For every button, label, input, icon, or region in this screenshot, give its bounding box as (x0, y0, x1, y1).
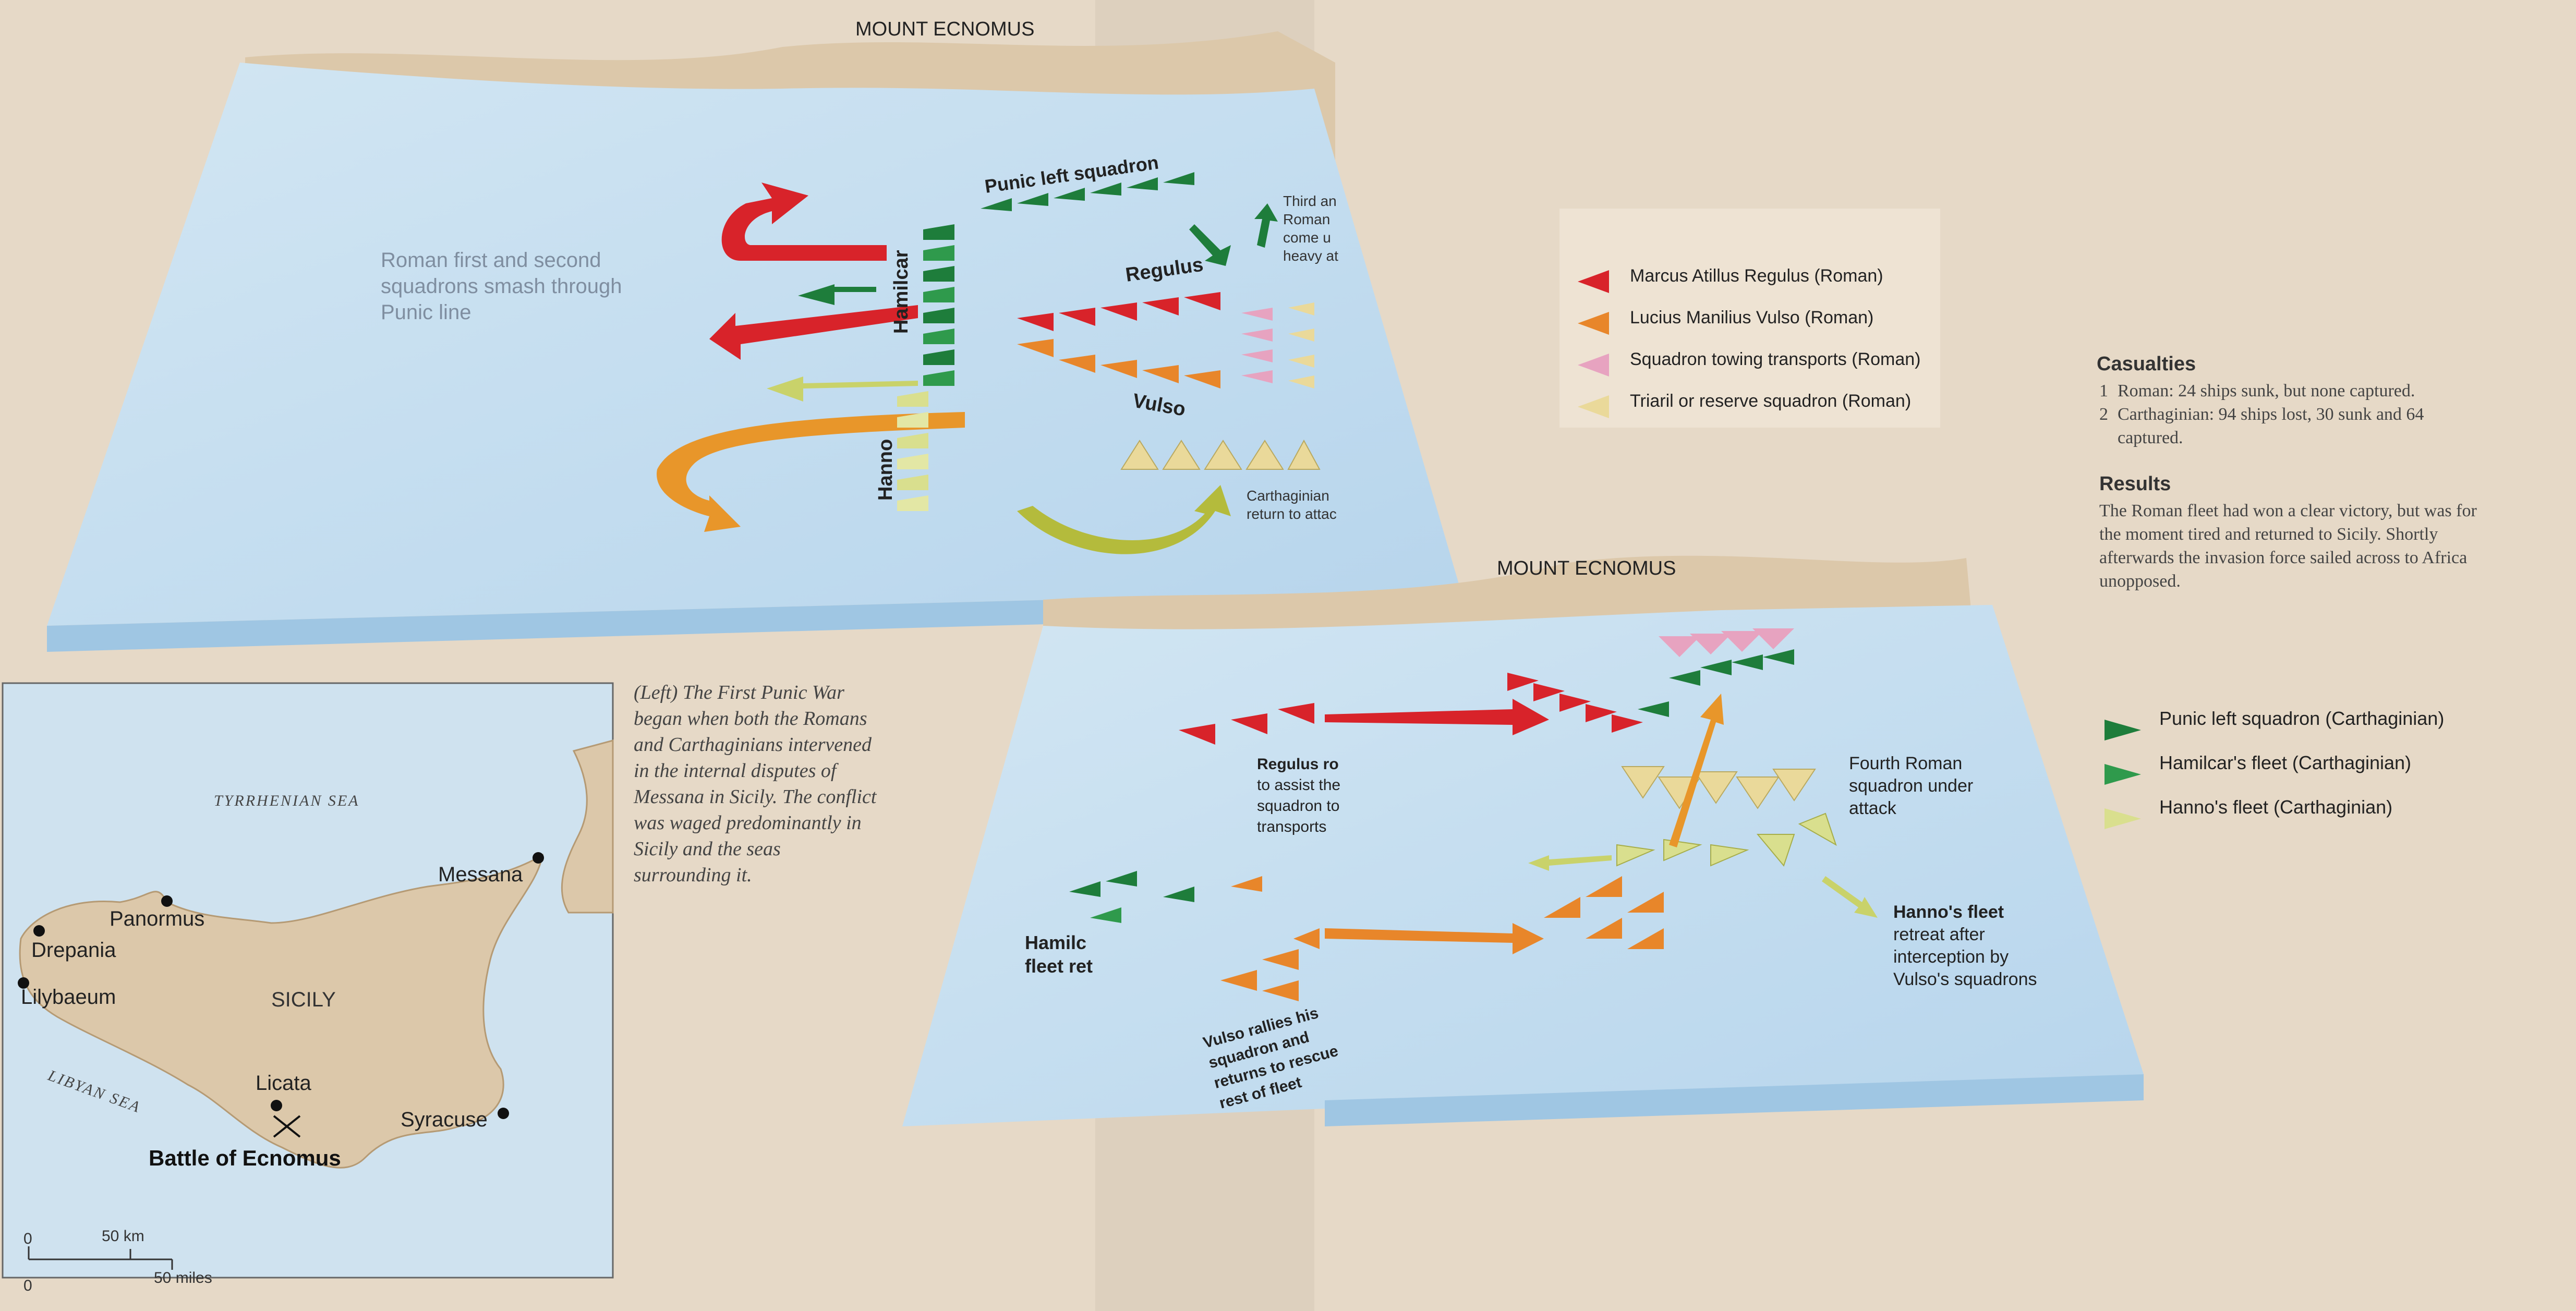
island-label: SICILY (271, 988, 336, 1011)
hanno-column (897, 391, 928, 511)
red-straight-arrow (709, 305, 918, 360)
legend-roman-item: Triaril or reserve squadron (Roman) (1578, 391, 1911, 418)
yellow-left-arrow (1528, 855, 1612, 871)
place-label-panormus: Panormus (110, 907, 204, 930)
place-label-licata: Licata (256, 1072, 311, 1095)
place-label-syracuse: Syracuse (401, 1108, 488, 1131)
legend-carthaginian-label: Punic left squadron (Carthaginian) (2159, 708, 2444, 729)
battle-marker-icon (273, 1115, 301, 1138)
sicily-inset-map: TYRRHENIAN SEA LIBYAN SEA SICILY Messana… (2, 682, 614, 1294)
place-dot (18, 977, 29, 989)
place-dot (161, 895, 173, 907)
scale-km-label: 50 km (102, 1228, 144, 1245)
legend-roman-swatch (1578, 354, 1609, 377)
place-dot (33, 925, 45, 937)
legend-carthaginian-swatch (2105, 764, 2141, 785)
annotation-hamilcar: Hamilc fleet ret (1025, 932, 1093, 977)
scale-zero-top: 0 (23, 1230, 32, 1247)
legend-roman-swatch (1578, 270, 1609, 293)
bottom-vulso-group (1220, 928, 1320, 1001)
place-dot (271, 1100, 282, 1111)
caption-text: (Left) The First Punic War began when bo… (633, 682, 881, 886)
green-curved-arrow (1017, 485, 1231, 554)
sicily-island (19, 854, 544, 1169)
legend-roman-label: Lucius Manilius Vulso (Roman) (1630, 308, 1873, 327)
orange-bottom-arrow (1325, 923, 1544, 954)
results-text: The Roman fleet had won a clear victory,… (2099, 501, 2481, 591)
casualties-block: Casualties 1 Roman: 24 ships sunk, but n… (2097, 353, 2428, 447)
legend-carthaginian-item: Punic left squadron (Carthaginian) (2105, 708, 2444, 741)
top-panel-title: MOUNT ECNOMUS (855, 18, 1034, 40)
dark-green-arrow-right (1189, 224, 1231, 266)
dark-green-arrow-up (1254, 203, 1278, 248)
top-panel-sea (47, 63, 1460, 626)
orange-up-arrow (1669, 694, 1724, 847)
legend-roman-item: Lucius Manilius Vulso (Roman) (1578, 308, 1873, 335)
hamilcar-column (923, 224, 954, 386)
top-battle-panel: MOUNT ECNOMUS Roman first and second squ… (47, 18, 1460, 652)
place-label-lilybaeum: Lilybaeum (21, 986, 116, 1009)
casualty-num: 2 (2099, 405, 2108, 424)
battle-label: Battle of Ecnomus (149, 1146, 341, 1170)
casualty-text: Carthaginian: 94 ships lost, 30 sunk and… (2118, 405, 2428, 447)
legend-roman-item: Marcus Atillus Regulus (Roman) (1578, 266, 1883, 293)
place-dot (533, 852, 544, 864)
legend-roman: Marcus Atillus Regulus (Roman) Lucius Ma… (1559, 209, 1940, 428)
legend-carthaginian: Punic left squadron (Carthaginian) Hamil… (2105, 708, 2444, 829)
bottom-battle-panel: MOUNT ECNOMUS Regulus ro to assist the s… (902, 555, 2144, 1126)
bottom-hamilcar-group (1069, 871, 1262, 923)
results-heading: Results (2099, 473, 2171, 495)
caption-block: (Left) The First Punic War began when bo… (633, 682, 881, 886)
legend-carthaginian-item: Hanno's fleet (Carthaginian) (2105, 796, 2392, 829)
bottom-battle-cluster (1507, 628, 1837, 949)
scale-bar: 0 0 50 km 50 miles (23, 1228, 212, 1294)
place-dot (498, 1108, 509, 1119)
sea-north-label: TYRRHENIAN SEA (214, 792, 360, 809)
legend-roman-label: Squadron towing transports (Roman) (1630, 349, 1921, 369)
reserve-ships (1120, 439, 1321, 470)
legend-roman-item: Squadron towing transports (Roman) (1578, 349, 1921, 377)
annotation-hanno: Hanno's fleet retreat after interception… (1893, 902, 2037, 989)
orange-curved-arrow (657, 412, 965, 532)
bottom-regulus-group (1179, 703, 1314, 745)
legend-roman-swatch (1578, 312, 1609, 335)
legend-carthaginian-label: Hanno's fleet (Carthaginian) (2159, 796, 2392, 818)
annotation-third: Third an Roman come u heavy at (1283, 193, 1341, 264)
yellow-right-arrow (1822, 876, 1878, 918)
red-curved-arrow (721, 183, 887, 261)
bottom-panel-title: MOUNT ECNOMUS (1497, 557, 1676, 579)
results-block: Results The Roman fleet had won a clear … (2099, 473, 2481, 591)
annotation-smash: Roman first and second squadrons smash t… (381, 249, 628, 324)
annotation-regulus: Regulus ro to assist the squadron to tra… (1257, 756, 1345, 835)
label-hamilcar: Hamilcar (890, 250, 912, 334)
casualty-num: 1 (2099, 381, 2108, 400)
legend-carthaginian-label: Hamilcar's fleet (Carthaginian) (2159, 752, 2411, 773)
annotation-carthaginians: Carthaginian return to attac (1247, 488, 1337, 522)
place-label-drepania: Drepania (31, 939, 116, 962)
legend-roman-swatch (1578, 395, 1609, 418)
label-hanno: Hanno (875, 439, 897, 501)
punic-left-squadron (981, 172, 1194, 211)
legend-carthaginian-swatch (2105, 720, 2141, 741)
casualty-text: Roman: 24 ships sunk, but none captured. (2118, 381, 2415, 400)
place-label-messana: Messana (438, 863, 523, 886)
annotation-fourth: Fourth Roman squadron under attack (1849, 754, 1978, 818)
casualties-heading: Casualties (2097, 353, 2196, 375)
yellow-straight-arrow (767, 377, 918, 402)
legend-roman-label: Triaril or reserve squadron (Roman) (1630, 391, 1911, 411)
italy-mainland (561, 739, 614, 914)
green-straight-arrow (798, 284, 876, 305)
scale-miles-label: 50 miles (154, 1269, 212, 1286)
legend-carthaginian-item: Hamilcar's fleet (Carthaginian) (2105, 752, 2411, 785)
bottom-panel-edge (1325, 1074, 2144, 1126)
legend-carthaginian-swatch (2105, 808, 2141, 829)
legend-roman-label: Marcus Atillus Regulus (Roman) (1630, 266, 1883, 286)
scale-zero-bottom: 0 (23, 1277, 32, 1294)
regulus-block (1017, 292, 1314, 389)
red-bottom-arrow (1325, 699, 1549, 735)
